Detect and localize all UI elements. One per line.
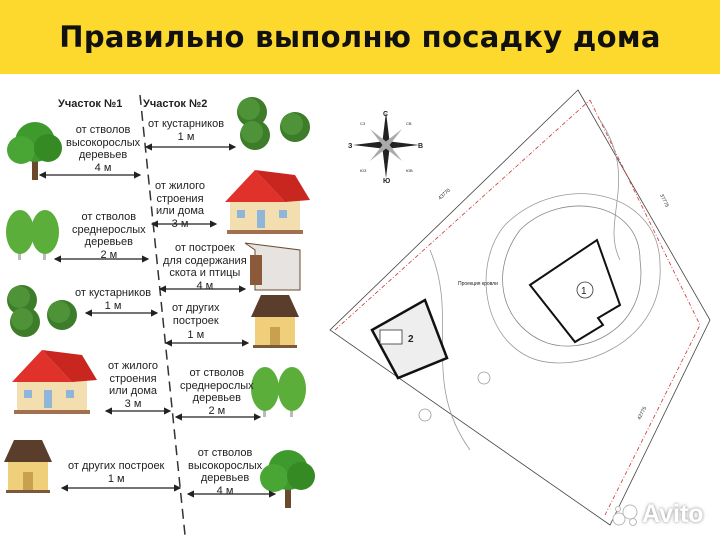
plot-2-label: Участок №2 [143,98,208,110]
house-icon [12,350,97,414]
building-2 [370,298,449,380]
site-plan [329,89,711,526]
compass-w: З [348,143,353,150]
compass-ne: СВ [406,121,412,126]
dimension-label: 43770 [437,188,452,202]
medium-tree-icon [31,210,59,260]
bush-icon [280,112,310,142]
compass-s: Ю [383,178,390,185]
tall-tree-icon [260,450,315,508]
title-banner: Правильно выполню посадку дома [0,0,720,74]
house-icon [225,170,310,234]
dimension-label: 37775 [658,193,670,208]
dimension-label: 42775 [636,406,648,421]
bush-icon [47,300,77,330]
compass-se: ЮВ [406,168,413,173]
compass-e: В [418,143,423,150]
barn-icon [244,242,301,291]
building-1 [528,238,622,344]
boundary-line [139,94,186,536]
compass-n: С [383,111,388,118]
distance-arrows [38,143,277,498]
medium-tree-icon [251,367,279,417]
plot-1-label: Участок №1 [58,98,123,110]
building-1-label: 1 [581,286,587,297]
compass-nw: СЗ [360,121,366,126]
shed-icon [4,440,52,493]
compass-icon [353,112,419,178]
bush-icon [10,307,40,337]
bush-icon [240,120,270,150]
roof-projection-label: Проекция кровли [458,281,498,287]
building-2-label: 2 [408,334,414,345]
avito-logo-icon [612,504,638,526]
avito-watermark: Avito [612,500,704,529]
tall-tree-icon [7,122,62,180]
compass-sw: ЮЗ [360,168,367,173]
medium-tree-icon [6,210,34,260]
page-title: Правильно выполню посадку дома [59,20,661,54]
medium-tree-icon [278,367,306,417]
shed-icon [251,295,299,348]
